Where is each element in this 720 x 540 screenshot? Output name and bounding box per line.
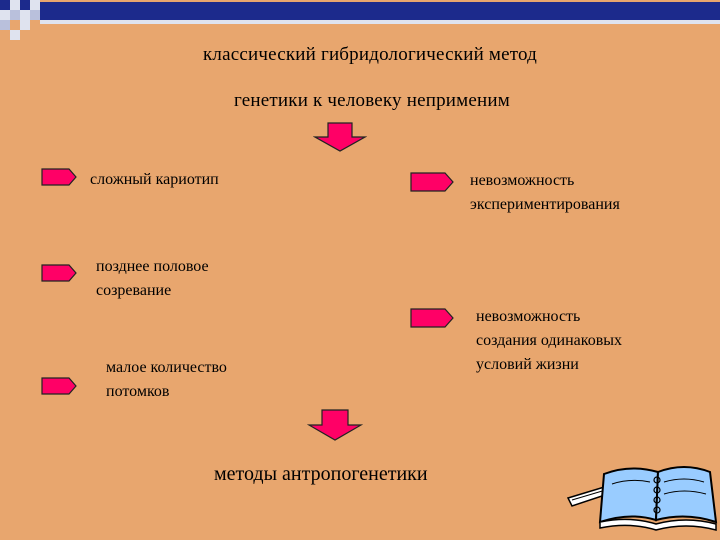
arrow-right-icon	[41, 168, 77, 186]
open-book-icon	[566, 466, 718, 531]
item-line: малое количество	[106, 359, 227, 376]
arrow-down-icon	[313, 122, 367, 152]
item-line: экспериментирования	[470, 196, 620, 213]
arrow-right-icon	[41, 377, 77, 395]
item-complex-karyotype: сложный кариотип	[90, 168, 219, 192]
item-no-equal-conditions: невозможность создания одинаковых услови…	[476, 305, 622, 377]
item-line: невозможность	[476, 308, 581, 325]
arrow-down-icon	[307, 409, 363, 441]
item-line: созревание	[96, 282, 172, 299]
conclusion-text: методы антропогенетики	[214, 463, 428, 485]
item-line: сложный кариотип	[90, 171, 219, 188]
item-line: позднее половое	[96, 258, 209, 275]
title-line-1: классический гибридологический метод	[202, 44, 538, 65]
item-line: невозможность	[470, 172, 575, 189]
item-line: создания одинаковых	[476, 332, 623, 349]
item-line: потомков	[106, 383, 170, 400]
title-line-2: генетики к человеку неприменим	[234, 90, 510, 111]
item-few-offspring: малое количество потомков	[106, 356, 227, 404]
item-line: условий жизни	[476, 356, 579, 373]
arrow-right-icon	[41, 264, 77, 282]
header-decoration	[0, 0, 720, 40]
item-no-experiment: невозможность экспериментирования	[470, 169, 620, 217]
item-late-maturation: позднее половое созревание	[96, 255, 209, 303]
arrow-right-icon	[410, 172, 454, 192]
arrow-right-icon	[410, 308, 454, 328]
